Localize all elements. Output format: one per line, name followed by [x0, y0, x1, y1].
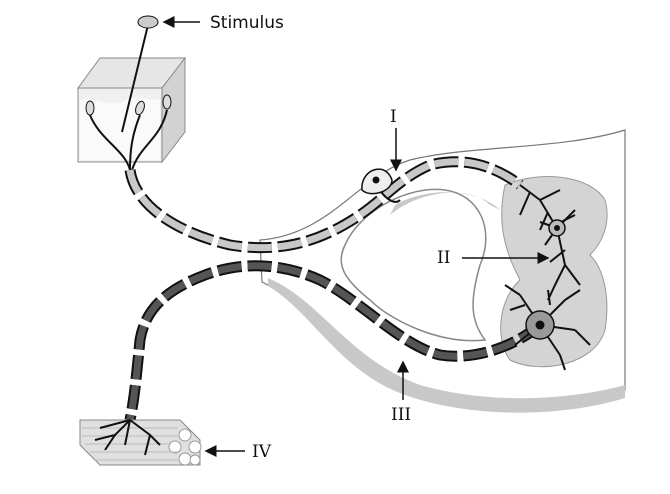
label-stimulus: Stimulus [210, 13, 284, 33]
sensory-neuron [124, 156, 576, 254]
stimulus-pin [121, 15, 159, 133]
muscle-bundle [79, 419, 202, 466]
skin-block [77, 56, 187, 171]
label-i: I [390, 107, 397, 127]
interneuron [539, 209, 581, 301]
motor-neuron [124, 260, 591, 422]
label-iv: IV [252, 442, 272, 462]
label-ii: II [437, 248, 450, 268]
label-iii: III [391, 405, 411, 425]
grey-matter [500, 176, 608, 368]
